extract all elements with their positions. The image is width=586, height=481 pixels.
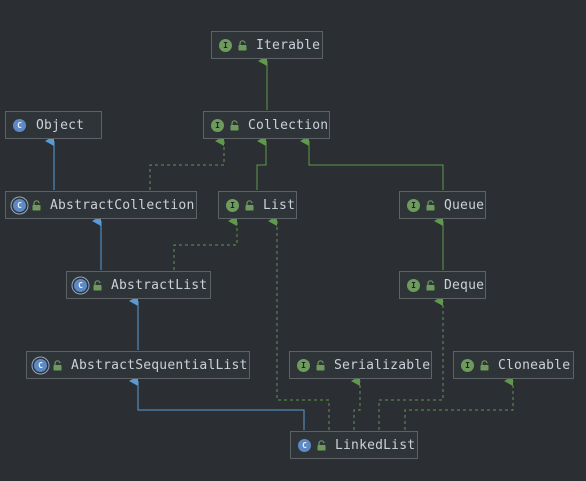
lock-icon [317,439,326,450]
node-linkedlist[interactable]: C LinkedList [290,431,418,459]
node-deque[interactable]: I Deque [399,271,486,299]
node-label: Iterable [256,37,321,53]
lock-icon [93,279,102,290]
node-cloneable[interactable]: I Cloneable [453,351,574,379]
lock-icon [316,359,325,370]
abstract-class-icon: C [74,278,87,292]
node-label: Queue [444,197,485,213]
node-label: Object [36,117,85,133]
lock-icon [245,199,254,210]
interface-icon: I [226,198,239,212]
node-object[interactable]: C Object [5,111,102,139]
abstract-class-icon: C [13,198,26,212]
class-icon: C [298,438,311,452]
lock-icon [230,119,239,130]
node-label: Deque [444,277,485,293]
node-label: List [263,197,296,213]
node-abstractcollection[interactable]: C AbstractCollection [5,191,197,219]
edge-linkedlist-cloneable [404,376,514,430]
lock-icon [238,39,247,50]
edge-queue-collection [300,136,444,190]
node-label: Cloneable [498,357,571,373]
node-label: Serializable [334,357,431,373]
interface-icon: I [219,38,232,52]
node-collection[interactable]: I Collection [203,111,330,139]
lock-icon [480,359,489,370]
node-queue[interactable]: I Queue [399,191,486,219]
node-label: LinkedList [335,437,416,453]
node-label: AbstractCollection [50,197,195,213]
node-list[interactable]: I List [218,191,297,219]
node-label: AbstractList [111,277,208,293]
edge-linkedlist-abstractsequentiallist [129,376,305,430]
edge-abstractcollection-collection [149,136,225,190]
interface-icon: I [211,118,224,132]
node-serializable[interactable]: I Serializable [289,351,432,379]
edge-abstractlist-list [173,216,238,270]
lock-icon [32,199,41,210]
node-iterable[interactable]: I Iterable [211,31,323,59]
interface-icon: I [297,358,310,372]
edge-linkedlist-deque [378,296,444,430]
class-icon: C [13,118,26,132]
edge-linkedlist-serializable [351,376,361,430]
interface-icon: I [407,278,420,292]
lock-icon [426,279,435,290]
node-abstractsequentiallist[interactable]: C AbstractSequentialList [26,351,250,379]
edge-linkedlist-list [268,216,330,430]
lock-icon [53,359,62,370]
node-label: Collection [248,117,329,133]
abstract-class-icon: C [34,358,47,372]
edge-list-collection [256,136,267,190]
node-label: AbstractSequentialList [71,357,248,373]
node-abstractlist[interactable]: C AbstractList [66,271,211,299]
interface-icon: I [407,198,420,212]
interface-icon: I [461,358,474,372]
lock-icon [426,199,435,210]
